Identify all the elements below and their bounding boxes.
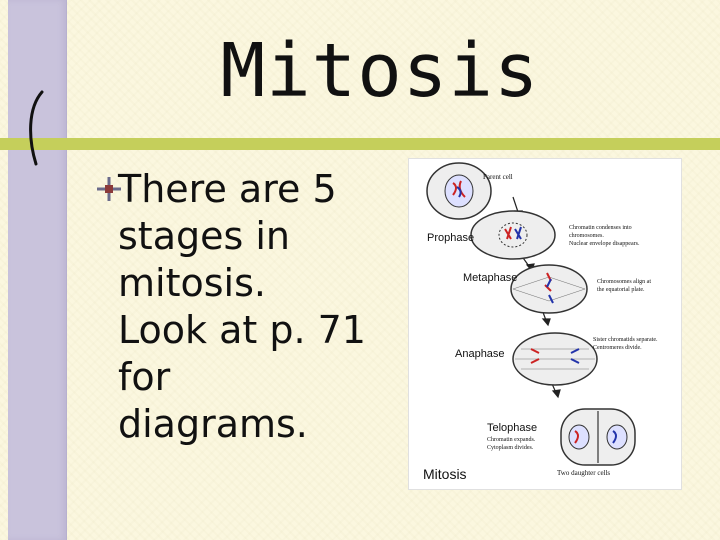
- body-line: Look at p. 71: [118, 308, 366, 352]
- title-divider-bar: [0, 138, 720, 150]
- prophase-cell: [470, 210, 556, 260]
- phase-note: Chromatin expands.: [487, 437, 536, 443]
- phase-note: Sister chromatids separate.: [593, 337, 658, 343]
- body-line: There are 5: [118, 167, 337, 211]
- diagram-caption: Mitosis: [423, 466, 467, 482]
- mitosis-diagram: Parent cell Prophase Chromatin condenses…: [408, 158, 682, 490]
- slide-body-text: There are 5 stages in mitosis. Look at p…: [118, 166, 418, 448]
- phase-note: the equatorial plate.: [597, 287, 645, 293]
- phase-note: Chromatin condenses into: [569, 225, 632, 231]
- slide-title: Mitosis: [220, 28, 540, 114]
- phase-note: Centromeres divide.: [593, 345, 642, 351]
- parent-cell-label: Parent cell: [483, 173, 513, 181]
- phase-note: Cytoplasm divides.: [487, 445, 534, 451]
- left-decorative-band: [8, 0, 67, 540]
- phase-note: chromosomes.: [569, 233, 604, 239]
- phase-name: Prophase: [427, 232, 474, 244]
- parent-cell: [426, 162, 492, 220]
- phase-name: Metaphase: [463, 272, 517, 284]
- metaphase-cell: [510, 264, 588, 314]
- phase-note: Chromosomes align at: [597, 279, 651, 285]
- pin-bullet-icon: [97, 177, 121, 201]
- body-line: mitosis.: [118, 261, 266, 305]
- daughter-cells-label: Two daughter cells: [557, 469, 610, 477]
- paper-curl-decoration: [29, 90, 44, 166]
- body-line: for: [118, 355, 171, 399]
- phase-name: Telophase: [487, 422, 537, 434]
- anaphase-cell: [512, 332, 598, 386]
- phase-note: Nuclear envelope disappears.: [569, 241, 640, 247]
- mitosis-diagram-svg: Parent cell Prophase Chromatin condenses…: [423, 162, 658, 482]
- body-line: stages in: [118, 214, 291, 258]
- body-line: diagrams.: [118, 402, 308, 446]
- telophase-cells: [560, 408, 636, 466]
- phase-name: Anaphase: [455, 348, 505, 360]
